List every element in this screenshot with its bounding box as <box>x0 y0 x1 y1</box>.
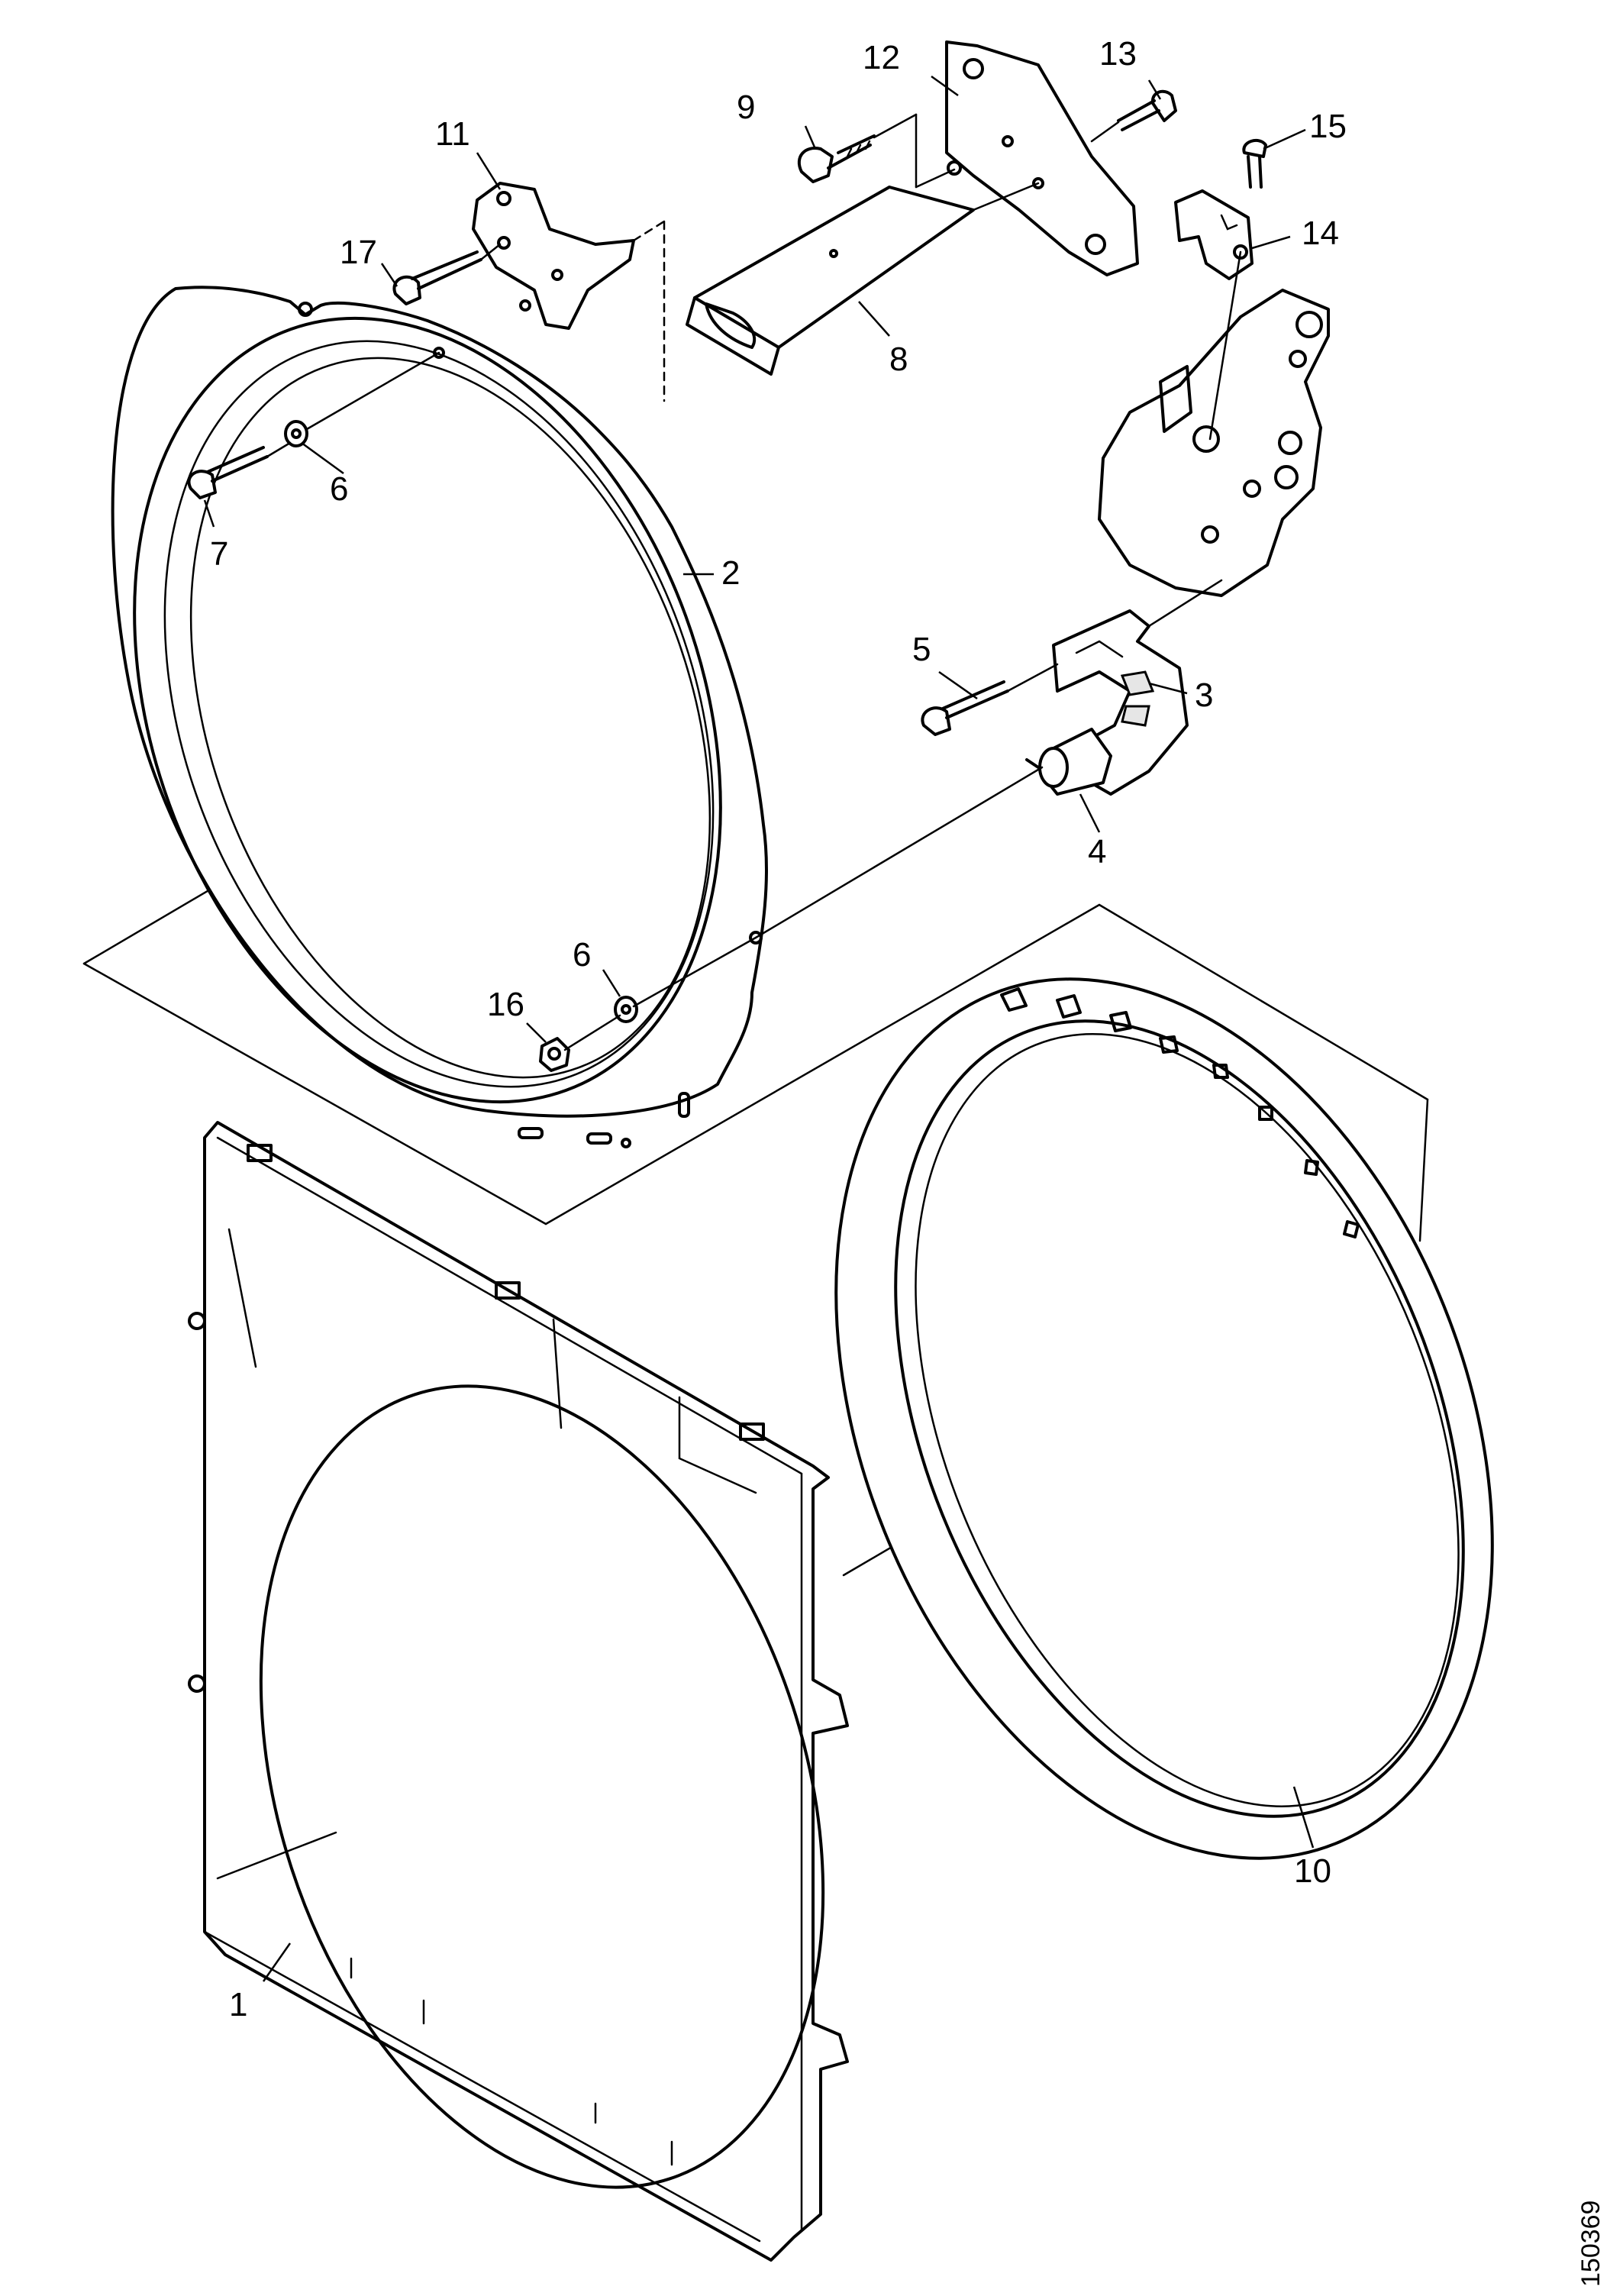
callout-5: 5 <box>912 631 931 668</box>
bolt-part-9 <box>797 134 876 183</box>
bolt-part-15 <box>1242 138 1267 189</box>
callout-15: 15 <box>1309 108 1347 145</box>
callout-13: 13 <box>1099 35 1137 73</box>
callout-11: 11 <box>435 115 470 153</box>
washer-part-6-upper <box>284 420 308 447</box>
bracket-part-12 <box>945 40 1139 276</box>
callout-3: 3 <box>1195 677 1213 714</box>
callout-6-lower: 6 <box>573 936 591 974</box>
callout-9: 9 <box>737 89 755 126</box>
callout-16: 16 <box>487 986 524 1023</box>
callout-8: 8 <box>889 341 908 378</box>
callout-14: 14 <box>1302 215 1339 252</box>
callout-17: 17 <box>340 234 377 271</box>
support-bar-part-8 <box>686 186 975 376</box>
engine-mount-casting <box>1098 289 1330 597</box>
callout-12: 12 <box>863 39 900 76</box>
ring-clips <box>1000 987 1360 1238</box>
leader-lines <box>203 75 1315 1982</box>
callout-1: 1 <box>229 1986 247 2023</box>
callout-4: 4 <box>1088 833 1106 870</box>
bolt-part-13 <box>1117 89 1177 131</box>
fan-ring-part-10 <box>834 977 1494 1860</box>
rubber-mount-part-4 <box>1025 728 1112 796</box>
bolt-part-17 <box>392 250 482 305</box>
callout-2: 2 <box>721 554 740 592</box>
alignment-lines <box>266 113 1242 1051</box>
callout-labels: 1 2 3 4 5 6 6 7 8 9 10 11 12 13 14 15 16… <box>210 35 1347 2023</box>
clamp-part-14 <box>1174 189 1254 280</box>
washer-part-6-lower <box>614 996 638 1023</box>
callout-10: 10 <box>1294 1852 1331 1890</box>
fan-ring-part-2 <box>111 286 769 1148</box>
callout-6-upper: 6 <box>330 470 348 508</box>
bracket-part-11 <box>472 182 666 402</box>
bolt-part-5 <box>921 680 1009 736</box>
document-number: 150369 <box>1576 2201 1605 2287</box>
nut-part-16 <box>539 1037 570 1072</box>
callout-7: 7 <box>210 535 228 573</box>
bolt-part-7 <box>187 446 269 499</box>
fan-shroud-part-1 <box>188 1121 849 2262</box>
